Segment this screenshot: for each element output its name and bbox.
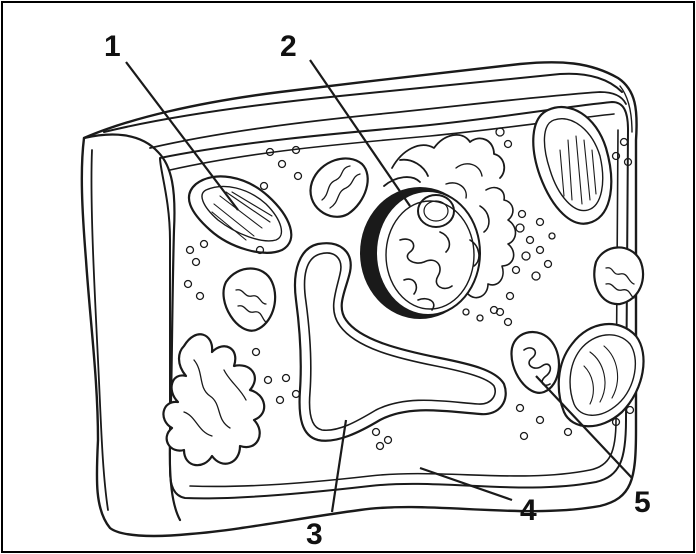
nucleus [360, 187, 480, 319]
mitochondrion-right [594, 247, 643, 304]
label-5: 5 [634, 486, 651, 519]
label-4: 4 [520, 494, 537, 527]
label-1: 1 [104, 30, 121, 63]
label-2: 2 [280, 30, 297, 63]
label-3: 3 [306, 518, 323, 551]
